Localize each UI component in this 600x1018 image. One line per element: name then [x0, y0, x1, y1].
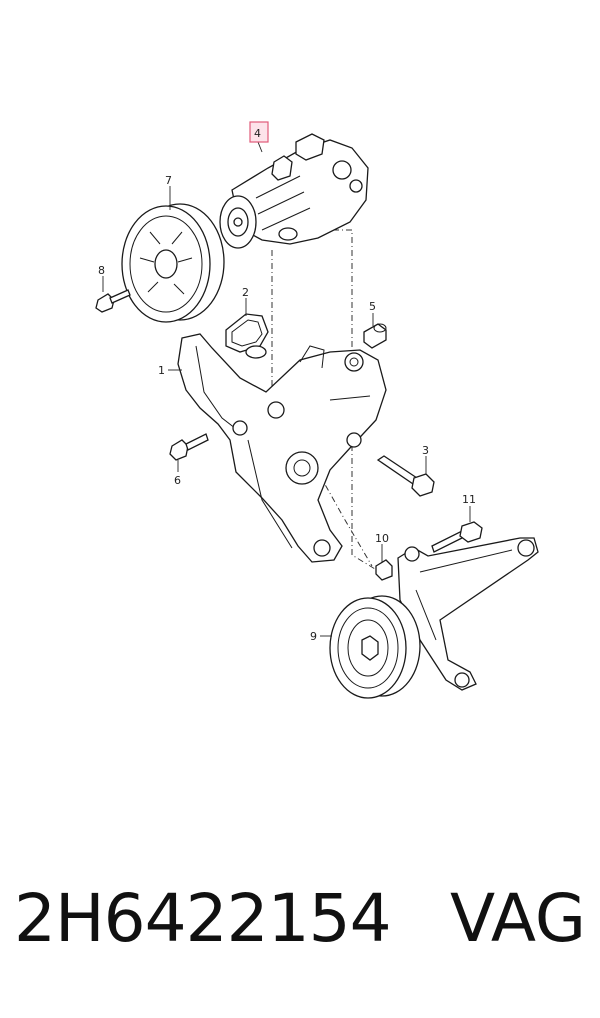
- callout-1: 1: [158, 364, 165, 377]
- brand-name: VAG: [449, 880, 586, 957]
- bushing-5[interactable]: [363, 323, 387, 349]
- callout-8: 8: [98, 264, 105, 277]
- bolt-8[interactable]: [95, 289, 131, 313]
- callout-5: 5: [369, 300, 376, 313]
- pulley-large[interactable]: [121, 203, 225, 323]
- bolt-6[interactable]: [169, 433, 209, 461]
- tensioner-arm[interactable]: [397, 537, 539, 691]
- callout-6: 6: [174, 474, 181, 487]
- exploded-parts-diagram: 4 7 8 2 5 1 3 6 11 10 9: [95, 121, 539, 699]
- bracket-1[interactable]: [177, 333, 387, 563]
- callout-3: 3: [422, 444, 429, 457]
- callout-7: 7: [165, 174, 172, 187]
- callout-4: 4: [254, 127, 261, 140]
- callout-11: 11: [462, 493, 476, 506]
- gasket-2[interactable]: [225, 313, 269, 359]
- part-number: 2H6422154: [14, 880, 392, 957]
- callout-2: 2: [242, 286, 249, 299]
- leader-lines: [102, 141, 471, 637]
- idler-pulley-9[interactable]: [329, 595, 421, 699]
- bushing-10[interactable]: [375, 559, 393, 581]
- callout-9: 9: [310, 630, 317, 643]
- callout-labels: 4 7 8 2 5 1 3 6 11 10 9: [98, 127, 476, 643]
- callout-10: 10: [375, 532, 389, 545]
- bolt-11[interactable]: [431, 521, 483, 553]
- callout-4-highlight: [249, 121, 269, 143]
- power-steering-pump[interactable]: [219, 133, 369, 249]
- footer: 2H6422154 VAG: [0, 880, 600, 990]
